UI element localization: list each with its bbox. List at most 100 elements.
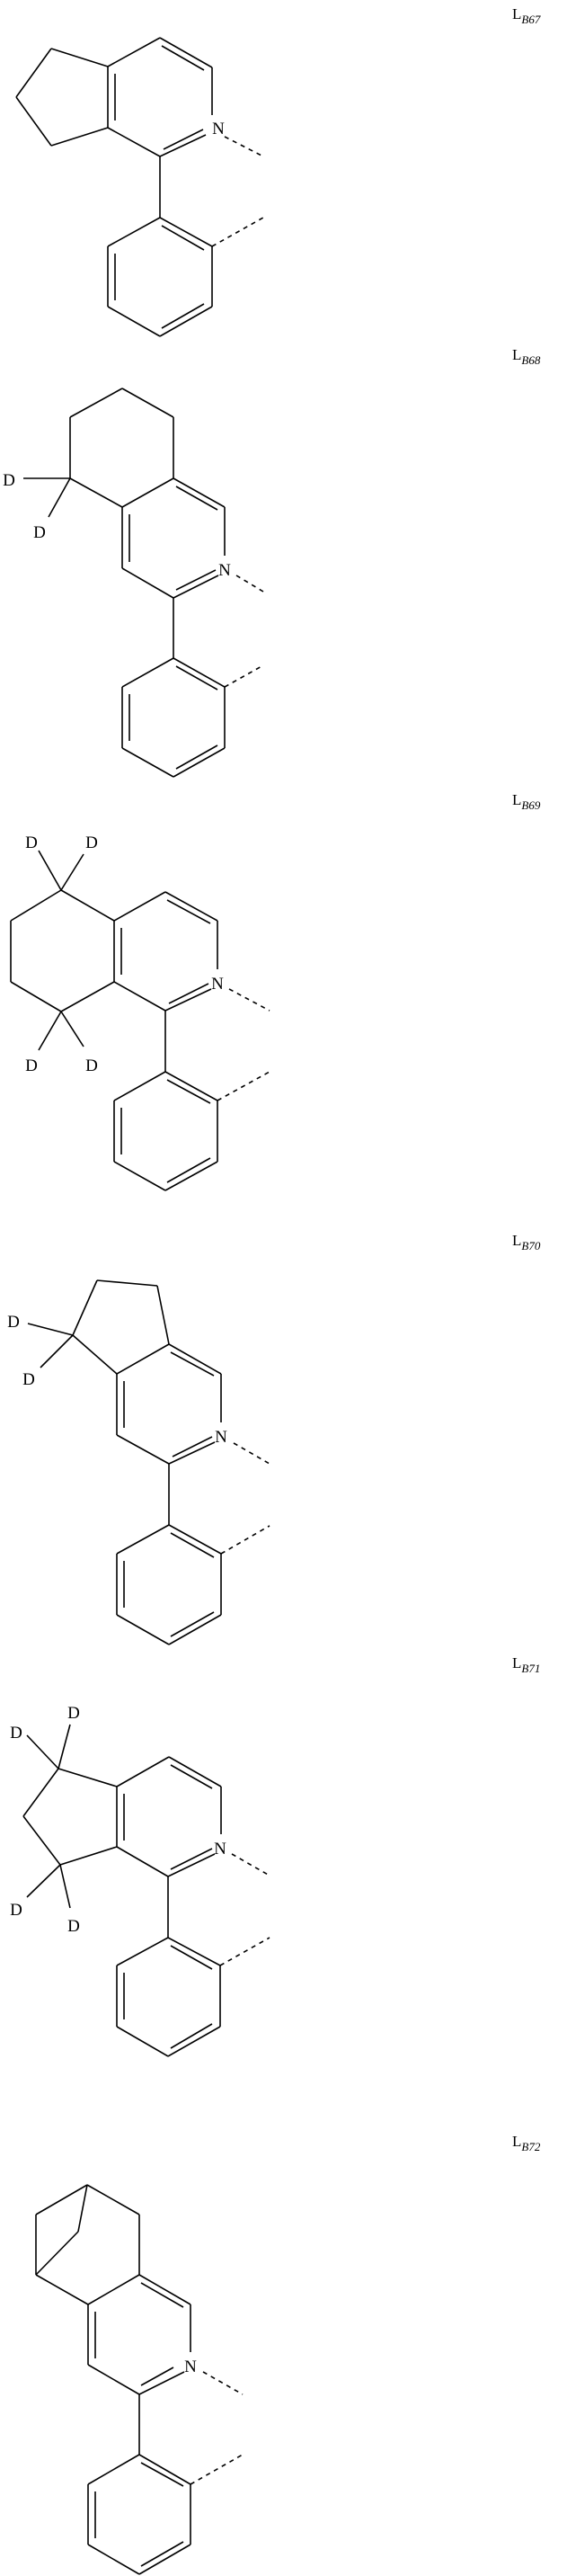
structure-lb70: N D D [7, 1279, 270, 1645]
double-bond-inner [170, 1764, 213, 1789]
bond [113, 1071, 166, 1101]
bond [159, 217, 213, 247]
structure-lb67: N [15, 37, 264, 337]
bond [116, 1846, 169, 1877]
double-bond-inner [170, 1351, 215, 1377]
bond [15, 96, 52, 147]
bond [38, 1011, 62, 1051]
double-bond-inner [168, 983, 209, 1004]
coordination-bond [219, 1937, 270, 1966]
deuterium-atom-label: D [67, 1704, 80, 1723]
bond [27, 1323, 74, 1336]
nitrogen-atom-label: N [218, 561, 231, 580]
double-bond-inner [175, 665, 218, 691]
label-main: L [512, 791, 522, 808]
bond [87, 2454, 140, 2485]
label-subscript: B70 [521, 1239, 541, 1252]
deuterium-atom-label: D [33, 523, 46, 542]
bond [168, 1756, 222, 1787]
bond [10, 889, 62, 922]
coordination-bond [233, 1442, 270, 1465]
bond [164, 988, 212, 1012]
bond [168, 1524, 222, 1555]
bond [173, 657, 226, 688]
deuterium-atom-label: D [10, 1724, 22, 1743]
double-bond-inner [170, 1945, 213, 1970]
bond [167, 2026, 221, 2057]
bond [121, 747, 174, 778]
bond [72, 1334, 118, 1375]
bond [113, 1161, 166, 1191]
double-bond-inner [166, 1157, 211, 1183]
nitrogen-atom-label: N [215, 1428, 227, 1447]
double-bond-inner [175, 486, 218, 511]
bond [113, 891, 166, 922]
double-bond-inner [175, 744, 218, 770]
double-bond-inner [140, 2541, 184, 2567]
deuterium-atom-label: D [7, 1313, 20, 1332]
coordination-bond [228, 988, 270, 1012]
bond [26, 1864, 61, 1898]
bond [116, 1343, 170, 1375]
bond [96, 1279, 158, 1287]
ligand-label-lb72: LB72 [512, 2133, 540, 2153]
bond [156, 1285, 170, 1345]
bond [173, 747, 226, 778]
double-bond-inner [166, 1079, 211, 1104]
bond [116, 1434, 170, 1465]
deuterium-atom-label: D [22, 1370, 35, 1389]
double-bond-inner [170, 2023, 213, 2049]
coordination-bond [235, 575, 264, 593]
bond [121, 477, 174, 508]
double-bond-inner [140, 2367, 174, 2386]
bond [121, 388, 174, 418]
deuterium-atom-label: D [10, 1901, 22, 1920]
bond [116, 1524, 170, 1555]
label-main: L [512, 5, 522, 22]
bond [60, 889, 115, 922]
bond [107, 127, 161, 157]
bond [116, 1756, 170, 1787]
double-bond-inner [161, 225, 205, 251]
coordination-bond [224, 664, 264, 688]
coordination-bond [211, 217, 264, 247]
bond [59, 1846, 118, 1866]
bond [60, 1011, 84, 1047]
label-subscript: B67 [521, 13, 541, 26]
label-subscript: B71 [521, 1662, 541, 1675]
bond [58, 1724, 71, 1769]
bond [10, 981, 62, 1012]
bond [159, 306, 213, 337]
bond [138, 2454, 191, 2485]
label-main: L [512, 346, 522, 363]
bond [138, 2274, 191, 2305]
ligand-label-lb71: LB71 [512, 1654, 541, 1675]
bond [116, 2026, 169, 2057]
bond [168, 1441, 216, 1465]
bond [107, 306, 161, 337]
bond [167, 1937, 221, 1966]
bond [77, 2184, 88, 2233]
bond [164, 891, 218, 922]
bond [121, 567, 174, 599]
double-bond-inner [163, 129, 204, 150]
double-bond-inner [161, 45, 205, 71]
bond [38, 850, 62, 891]
ligand-label-lb67: LB67 [512, 5, 541, 26]
coordination-bond [220, 1525, 270, 1555]
bond [35, 2274, 89, 2305]
nitrogen-atom-label: N [214, 1840, 226, 1858]
coordination-bond [217, 1071, 270, 1101]
bond [60, 853, 84, 891]
bond [164, 1161, 218, 1191]
bond [26, 1734, 59, 1769]
ligand-label-lb69: LB69 [512, 791, 541, 812]
bond [35, 2231, 79, 2276]
label-subscript: B69 [521, 798, 541, 812]
bond [40, 1334, 74, 1368]
double-bond-inner [172, 1436, 213, 1457]
bond [138, 2544, 191, 2575]
ligand-label-lb68: LB68 [512, 346, 540, 367]
deuterium-atom-label: D [25, 833, 38, 852]
